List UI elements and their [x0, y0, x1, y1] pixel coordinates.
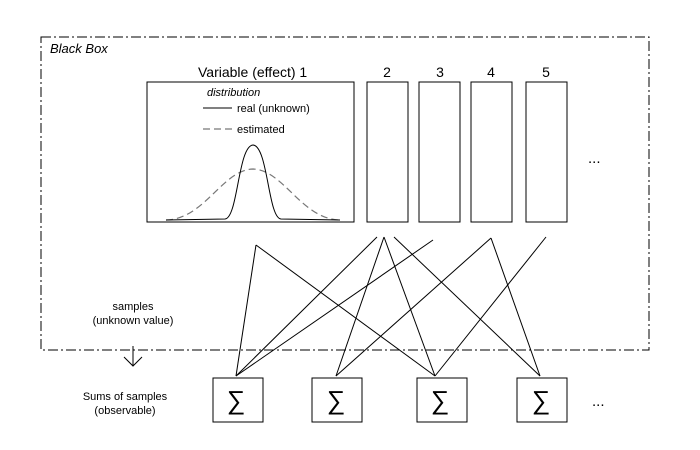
- variable-3-label: 3: [436, 64, 444, 80]
- variable-1-title: Variable (effect) 1: [198, 64, 307, 80]
- estimated-distribution-curve: [165, 168, 341, 221]
- sum-symbol-4: ∑: [532, 385, 551, 415]
- variable-2-box: [366, 81, 409, 223]
- sum-box-4: [516, 377, 568, 423]
- variable-1-box: [146, 81, 355, 223]
- variables-ellipsis: ...: [588, 150, 601, 167]
- connection-line: [235, 244, 257, 377]
- sum-box-3: [416, 377, 468, 423]
- connection-line: [255, 244, 436, 377]
- sum-box-1: [212, 377, 264, 423]
- black-box-label: Black Box: [50, 41, 108, 56]
- variable-5-box: [525, 81, 568, 223]
- variable-5-label: 5: [542, 64, 550, 80]
- variable-3-box: [418, 81, 461, 223]
- variable-2-label: 2: [383, 64, 391, 80]
- variable-4-label: 4: [487, 64, 495, 80]
- sums-label-line1: Sums of samples: [83, 391, 168, 403]
- sum-symbol-1: ∑: [227, 385, 246, 415]
- sums-ellipsis: ...: [592, 393, 605, 410]
- sum-symbol-3: ∑: [431, 385, 450, 415]
- samples-label-line2: (unknown value): [93, 315, 174, 327]
- down-arrow-icon: [123, 346, 143, 367]
- connection-line: [335, 237, 492, 377]
- connection-line: [383, 236, 436, 377]
- legend-estimated-label: estimated: [237, 124, 285, 136]
- samples-label-line1: samples: [113, 301, 154, 313]
- legend-real-label: real (unknown): [237, 103, 310, 115]
- connection-line: [490, 237, 541, 377]
- connection-line: [335, 236, 385, 377]
- sample-connection-lines: [235, 236, 547, 377]
- sums-label-line2: (observable): [94, 405, 155, 417]
- connection-line: [393, 236, 541, 377]
- real-distribution-curve: [165, 144, 341, 221]
- legend-title: distribution: [207, 87, 260, 99]
- sum-symbol-2: ∑: [327, 385, 346, 415]
- variable-4-box: [470, 81, 513, 223]
- connection-line: [434, 236, 547, 377]
- connection-line: [235, 236, 378, 377]
- connection-line: [235, 239, 434, 377]
- sum-box-2: [311, 377, 363, 423]
